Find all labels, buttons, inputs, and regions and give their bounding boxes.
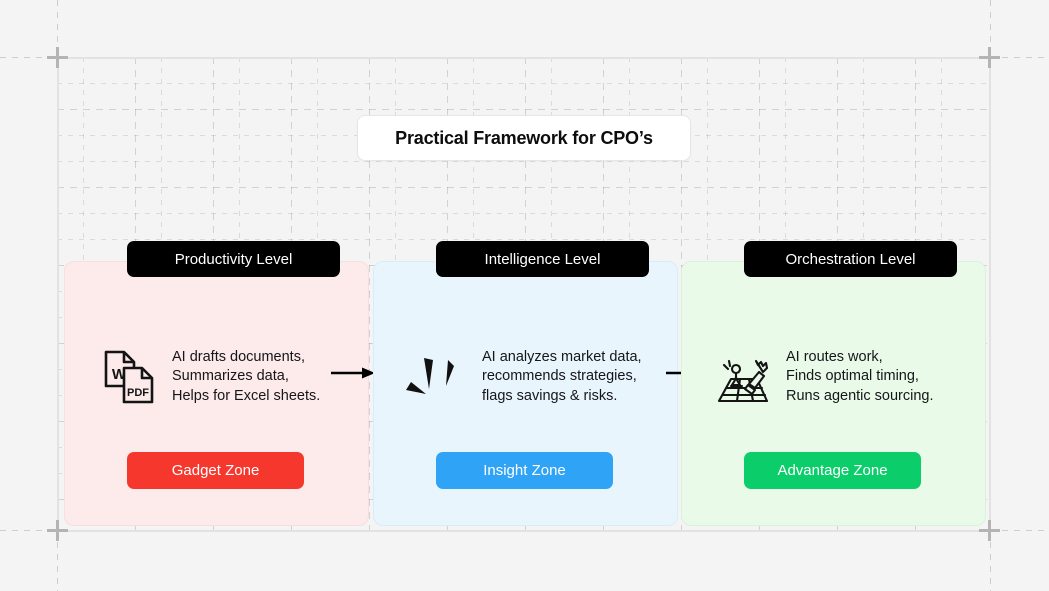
guide-line-bottom-right [990,530,1049,531]
arrow-productivity-to-intelligence [331,366,375,380]
frame-right-rule [989,57,991,531]
gadget-zone-button-label: Gadget Zone [171,462,260,479]
level-description-orchestration: AI routes work, Finds optimal timing, Ru… [786,348,934,404]
frame-top-rule [57,57,990,59]
level-body-intelligence: AI analyzes market data, recommends stra… [400,337,650,417]
level-pill-label: Orchestration Level [785,250,916,268]
grid-line-h [57,161,990,162]
grid-line-h [57,109,990,110]
level-description-intelligence: AI analyzes market data, recommends stra… [482,348,642,404]
crop-marker-top-right [979,47,1000,68]
page-title-card: Practical Framework for CPO’s [357,115,691,161]
level-pill-label: Productivity Level [174,250,293,268]
guide-line-top-right [990,57,1049,58]
svg-text:PDF: PDF [127,387,149,399]
level-pill-intelligence: Intelligence Level [436,241,649,277]
level-description-productivity: AI drafts documents, Summarizes data, He… [172,348,321,404]
insight-zone-button-label: Insight Zone [483,462,566,479]
gadget-zone-button[interactable]: Gadget Zone [127,452,304,489]
level-pill-label: Intelligence Level [484,250,601,268]
frame-left-rule [57,57,59,531]
advantage-zone-button-label: Advantage Zone [777,462,888,479]
advantage-zone-button[interactable]: Advantage Zone [744,452,921,489]
guide-line-left-top [57,0,58,57]
crop-marker-top-left [47,47,68,68]
grid-line-h [57,83,990,84]
insight-zone-button[interactable]: Insight Zone [436,452,613,489]
frame-bottom-rule [57,530,990,532]
grid-line-h [57,239,990,240]
grid-line-h [57,213,990,214]
guide-line-top-left [0,57,57,58]
level-pill-orchestration: Orchestration Level [744,241,957,277]
guide-line-right-bottom [990,530,991,591]
level-pill-productivity: Productivity Level [127,241,340,277]
page-title: Practical Framework for CPO’s [395,127,653,148]
level-body-orchestration: AI routes work, Finds optimal timing, Ru… [708,337,963,417]
sparkle-burst-icon [400,344,466,410]
crop-marker-bottom-left [47,520,68,541]
level-body-productivity: W PDF AI drafts documents, Summarizes da… [96,337,346,417]
guide-line-left-bottom [57,530,58,591]
guide-line-bottom-left [0,530,57,531]
word-pdf-documents-icon: W PDF [96,344,162,410]
grid-line-h [57,187,990,188]
guide-line-right-top [990,0,991,57]
chessboard-strategy-icon [708,344,774,410]
